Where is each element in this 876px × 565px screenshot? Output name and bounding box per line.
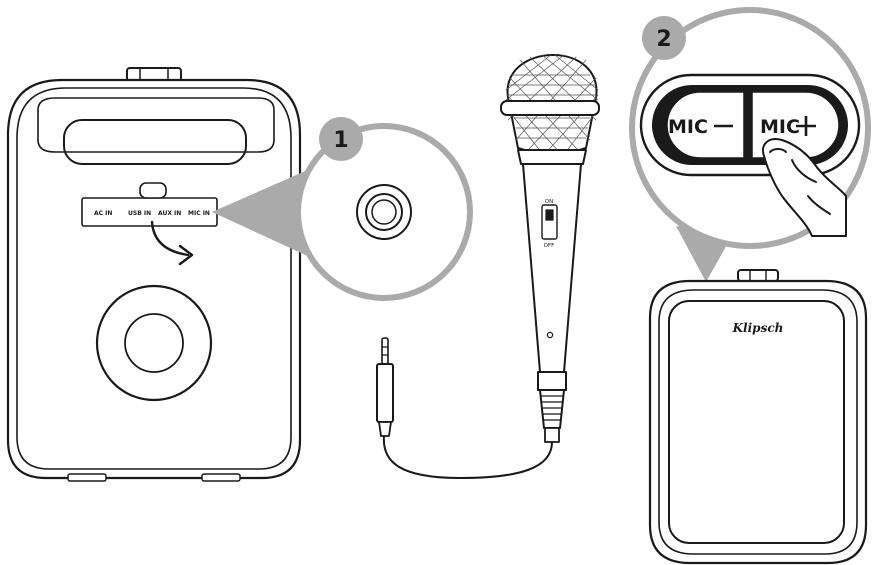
speaker-back: [6, 67, 302, 482]
speaker-front: [648, 269, 868, 565]
port-label-usb-in: USB IN: [128, 210, 151, 217]
speaker-foot-right: [201, 473, 241, 482]
callout-1: 1: [212, 117, 473, 301]
mic-cable: [382, 435, 553, 479]
mic-plus-label: MIC: [760, 116, 800, 138]
mic-in-jack: [365, 193, 403, 231]
plug-body: [376, 363, 394, 423]
step-2-number: 2: [656, 27, 671, 52]
port-label-mic-in: MIC IN: [188, 210, 210, 217]
speaker-back-body: [6, 78, 302, 480]
plug-tip: [381, 337, 389, 365]
microphone: [382, 54, 600, 479]
mic-minus-label: MIC: [668, 116, 708, 138]
usb-cover-flap: [139, 182, 167, 199]
passive-radiator: [124, 313, 184, 373]
port-label-ac-in: AC IN: [94, 210, 112, 217]
passive-radiator-ring: [95, 284, 213, 402]
mic-minus-button[interactable]: [666, 91, 745, 159]
mic-switch-on-label: ON: [545, 199, 553, 205]
port-labels: AC IN USB IN AUX IN MIC IN: [94, 210, 210, 217]
speaker-front-logo: Klipsch: [732, 321, 784, 335]
step-1-number: 1: [333, 128, 348, 153]
speaker-foot-left: [67, 473, 107, 482]
speaker-handle: [63, 119, 247, 165]
mic-on-off-switch[interactable]: [541, 204, 558, 240]
callout-2: MIC MIC 2: [629, 7, 871, 282]
step-1-badge: [319, 117, 363, 161]
step-2-badge: [642, 16, 686, 60]
mic-strain-relief: [539, 389, 565, 429]
callout-1-circle: [295, 123, 473, 301]
plus-icon: [796, 116, 816, 136]
speaker-front-grille: [668, 300, 845, 544]
mic-indicator-dot: [546, 331, 554, 339]
finger-icon: [762, 138, 847, 237]
mic-button-housing: [639, 73, 861, 177]
port-label-aux-in: AUX IN: [158, 210, 181, 217]
mic-plug: [376, 337, 394, 437]
callout-1-pointer: [212, 168, 312, 258]
mic-grille-band: [500, 100, 600, 116]
mic-switch-off-label: OFF: [544, 243, 555, 249]
mic-handle: [522, 163, 582, 373]
speaker-front-body: [648, 279, 868, 565]
mic-in-jack-outer: [356, 184, 412, 240]
speaker-front-top-knob: [737, 269, 779, 282]
open-cover-arrow: [150, 220, 190, 257]
